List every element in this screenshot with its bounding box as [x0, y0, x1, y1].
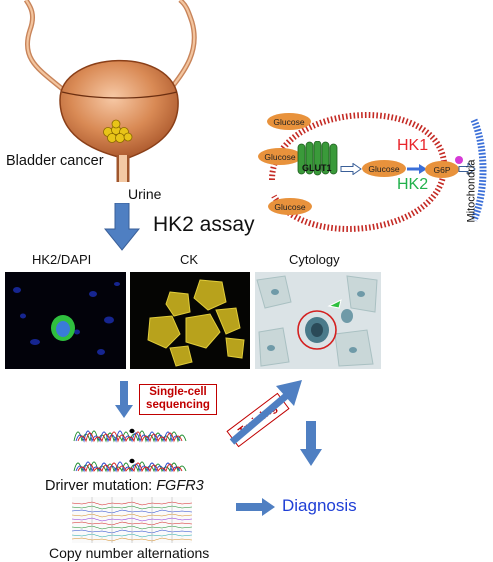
cytology-image	[255, 272, 381, 369]
down-arrow-to-sequencing	[115, 381, 133, 418]
glucose-outside-1: Glucose	[267, 113, 311, 130]
mitochondria-label: Mitochondria	[465, 159, 478, 223]
mitochondria-membrane	[470, 118, 487, 222]
driver-mutation-label: Drirver mutation: FGFR3	[45, 478, 204, 494]
single-cell-sequencing-label: Single-cell sequencing	[146, 386, 210, 411]
cytology-title: Cytology	[289, 252, 340, 267]
arrow-to-diagnosis	[236, 498, 275, 516]
hk2-label: HK2	[397, 176, 429, 193]
urine-down-arrow	[104, 203, 140, 251]
bladder-cancer-label: Bladder cancer	[6, 153, 104, 169]
phosphate-dot	[455, 156, 463, 164]
glucose-inside: Glucose	[362, 160, 406, 177]
driver-mutation-prefix: Drirver mutation:	[45, 478, 157, 494]
training-arrow	[229, 380, 302, 445]
copy-number-label: Copy number alternations	[49, 545, 210, 561]
glucose-outside-2: Glucose	[258, 148, 302, 165]
glucose-outside-3: Glucose	[268, 198, 312, 215]
glut1-label: GLUT1	[302, 163, 332, 173]
arrow-g6p-to-mitochondria	[458, 163, 476, 175]
hk2-assay-label: HK2 assay	[153, 213, 255, 236]
ck-title: CK	[180, 252, 199, 267]
hk1-label: HK1	[397, 137, 429, 154]
ck-image	[130, 272, 250, 369]
sanger-chromatogram	[73, 428, 187, 473]
urine-label: Urine	[128, 186, 162, 202]
arrow-glut1-to-glucose	[340, 163, 362, 175]
driver-mutation-gene: FGFR3	[156, 478, 204, 494]
single-cell-sequencing-box: Single-cell sequencing	[139, 384, 217, 415]
down-arrow-to-diagnosis	[300, 421, 322, 466]
hk2-dapi-image	[5, 272, 126, 369]
copy-number-plot	[72, 497, 192, 543]
glut1-transporter	[297, 141, 338, 176]
hk2-dapi-title: HK2/DAPI	[32, 252, 92, 267]
arrow-glucose-to-g6p	[407, 164, 427, 174]
g6p-node: G6P	[425, 161, 459, 178]
diagnosis-label: Diagnosis	[282, 496, 357, 515]
bladder-illustration	[23, 0, 197, 182]
